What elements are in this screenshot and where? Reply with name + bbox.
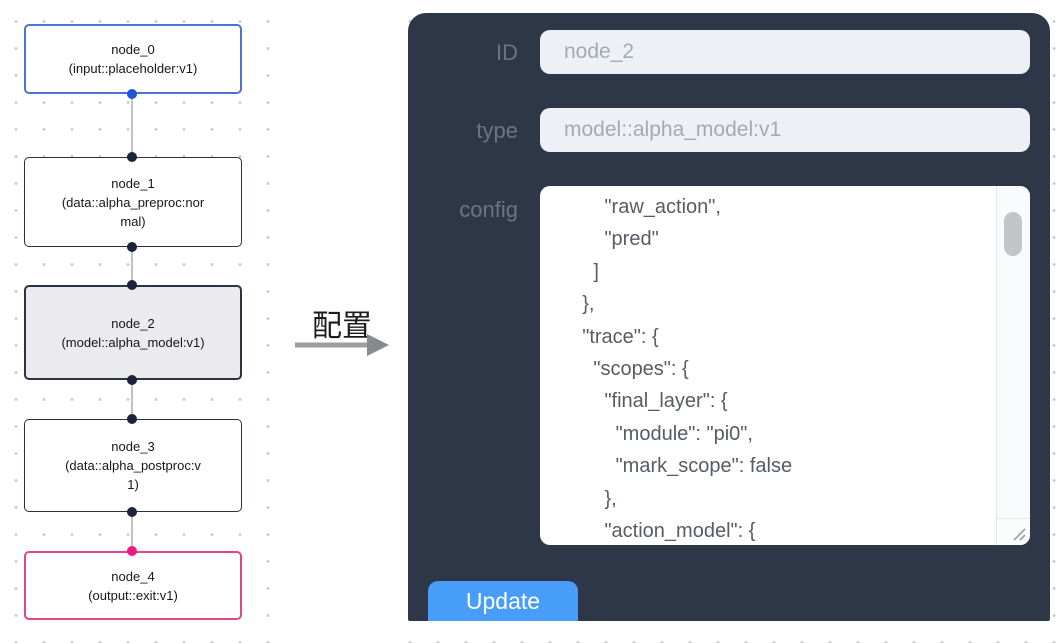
node-type-label: (input::placeholder:v1) [68, 61, 198, 76]
flow-node-node_0[interactable]: node_0 (input::placeholder:v1) [24, 24, 242, 94]
node-config-panel: ID type config "raw_action", "pred" ] },… [408, 13, 1050, 621]
node-type-label: (data::alpha_postproc:v1) [65, 458, 201, 492]
id-input[interactable] [540, 30, 1030, 74]
edge-node1-node2 [131, 247, 133, 285]
arrow-right-icon [295, 334, 389, 356]
node3-source-handle[interactable] [127, 507, 137, 517]
type-field-label: type [476, 118, 518, 143]
configure-annotation: 配置 [312, 310, 372, 343]
flow-node-node_4[interactable]: node_4 (output::exit:v1) [24, 551, 242, 620]
node2-target-handle[interactable] [127, 280, 137, 290]
config-field-label: config [459, 197, 518, 222]
node-title: node_2 [111, 315, 155, 331]
edge-node3-node4 [131, 512, 133, 551]
id-field-label: ID [496, 40, 518, 65]
node-type-label: (model::alpha_model:v1) [61, 334, 205, 350]
resize-grip-icon[interactable] [1011, 526, 1027, 542]
flow-node-node_3[interactable]: node_3 (data::alpha_postproc:v1) [24, 419, 242, 512]
scrollbar-thumb[interactable] [1004, 212, 1022, 256]
node4-target-handle[interactable] [127, 546, 137, 556]
type-input[interactable] [540, 108, 1030, 152]
config-scrollbar[interactable] [996, 186, 1030, 545]
node-type-label: (output::exit:v1) [88, 587, 178, 603]
update-button[interactable]: Update [428, 581, 578, 621]
node-title: node_4 [111, 568, 155, 584]
node2-source-handle[interactable] [127, 375, 137, 385]
node-type-label: (data::alpha_preproc:normal) [61, 194, 205, 229]
config-textarea[interactable]: "raw_action", "pred" ] }, "trace": { "sc… [540, 186, 1030, 545]
node3-target-handle[interactable] [127, 414, 137, 424]
config-json-text: "raw_action", "pred" ] }, "trace": { "sc… [582, 196, 793, 543]
node-title: node_0 [111, 42, 155, 57]
node-title: node_3 [111, 439, 155, 454]
flow-node-node_2-selected[interactable]: node_2 (model::alpha_model:v1) [24, 285, 242, 380]
scrollbar-corner [997, 518, 1030, 545]
node1-target-handle[interactable] [127, 152, 137, 162]
node0-source-handle[interactable] [127, 89, 137, 99]
node1-source-handle[interactable] [127, 242, 137, 252]
flow-node-node_1[interactable]: node_1 (data::alpha_preproc:normal) [24, 157, 242, 247]
node-title: node_1 [111, 175, 155, 191]
edge-node0-node1 [131, 94, 133, 157]
edge-node2-node3 [131, 380, 133, 419]
